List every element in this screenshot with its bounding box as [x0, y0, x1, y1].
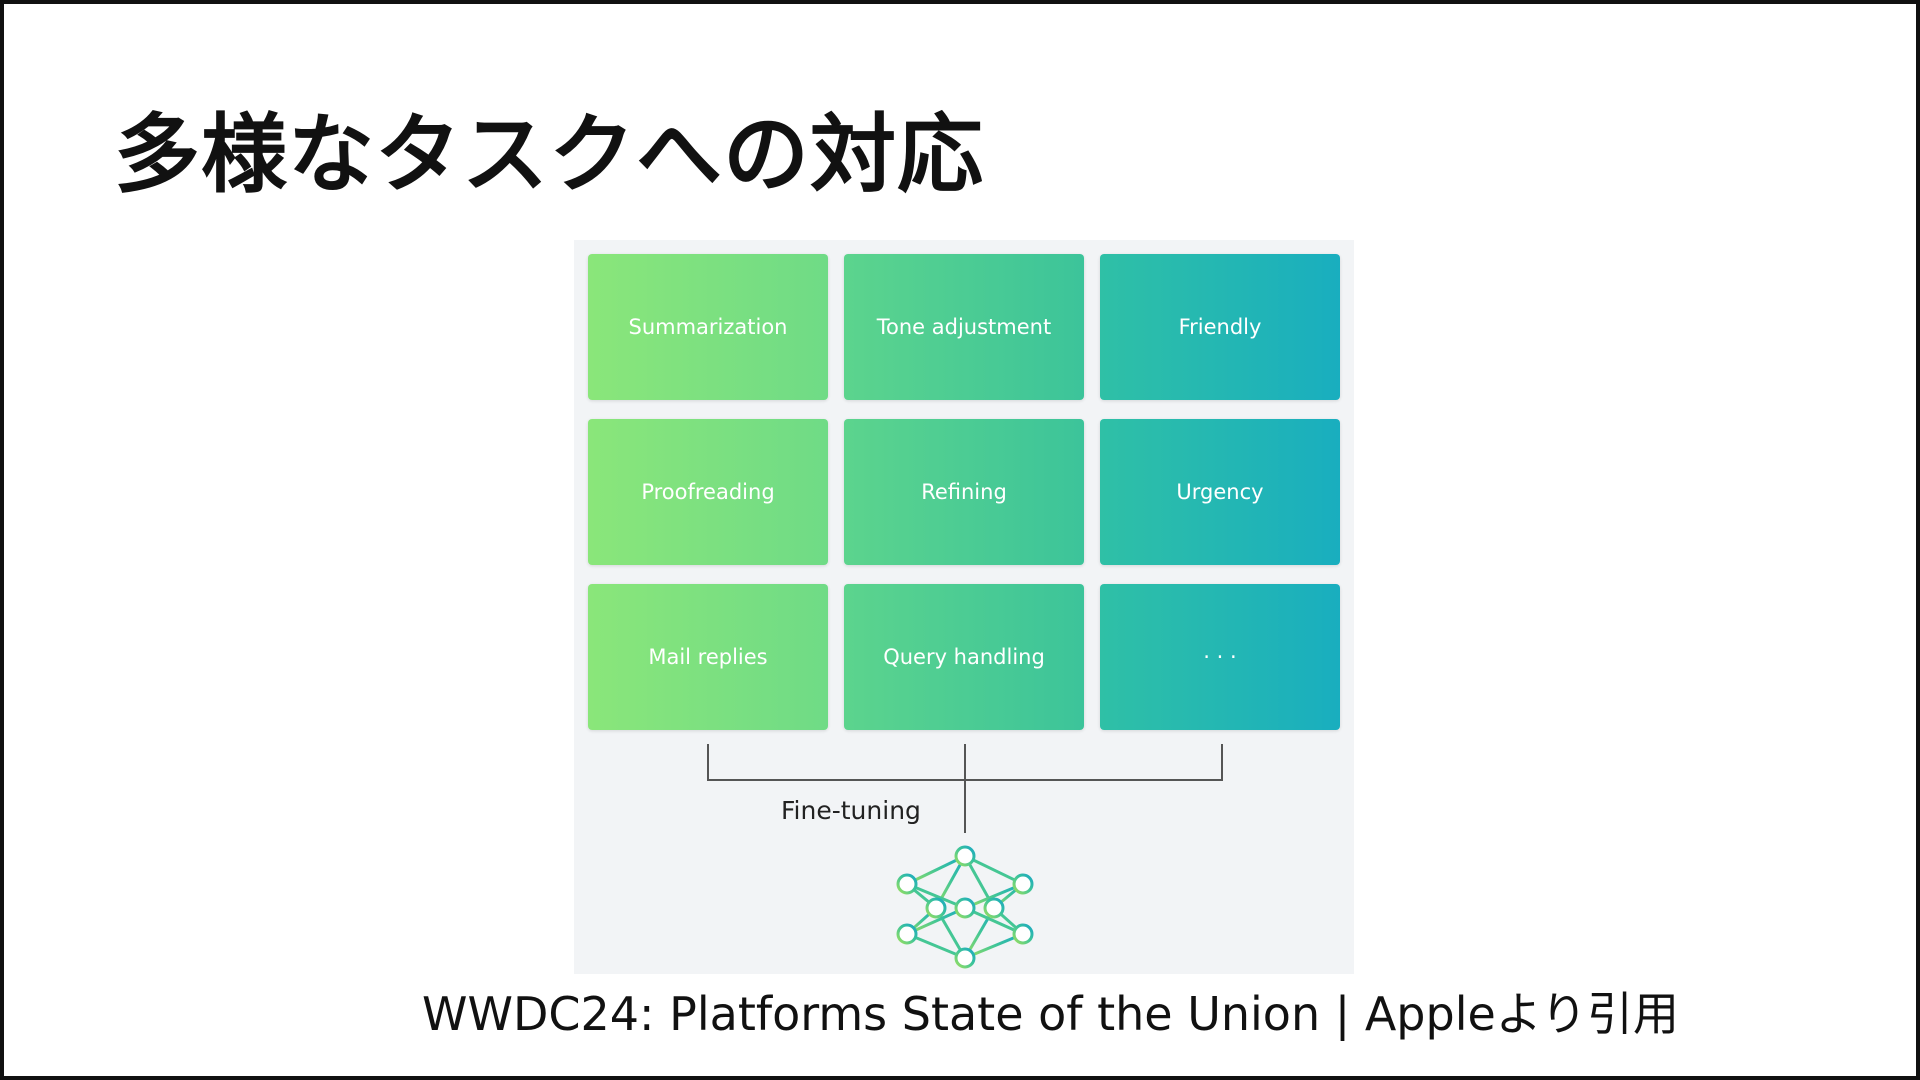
task-tile-friendly: Friendly: [1100, 254, 1340, 400]
task-tile-tone-adjustment: Tone adjustment: [844, 254, 1084, 400]
task-tile-summarization: Summarization: [588, 254, 828, 400]
task-diagram: Summarization Tone adjustment Friendly P…: [574, 240, 1354, 974]
task-tile-more: · · ·: [1100, 584, 1340, 730]
task-grid: Summarization Tone adjustment Friendly P…: [588, 254, 1340, 730]
fine-tuning-connector: [707, 744, 1223, 833]
task-tile-proofreading: Proofreading: [588, 419, 828, 565]
slide-title: 多様なタスクへの対応: [114, 105, 984, 205]
task-tile-refining: Refining: [844, 419, 1084, 565]
task-tile-urgency: Urgency: [1100, 419, 1340, 565]
task-tile-query-handling: Query handling: [844, 584, 1084, 730]
task-tile-mail-replies: Mail replies: [588, 584, 828, 730]
source-caption: WWDC24: Platforms State of the Union | A…: [422, 987, 1679, 1041]
bracket-line: [707, 744, 1223, 833]
fine-tuning-label: Fine-tuning: [781, 796, 921, 825]
neural-network-icon: [896, 845, 1034, 969]
